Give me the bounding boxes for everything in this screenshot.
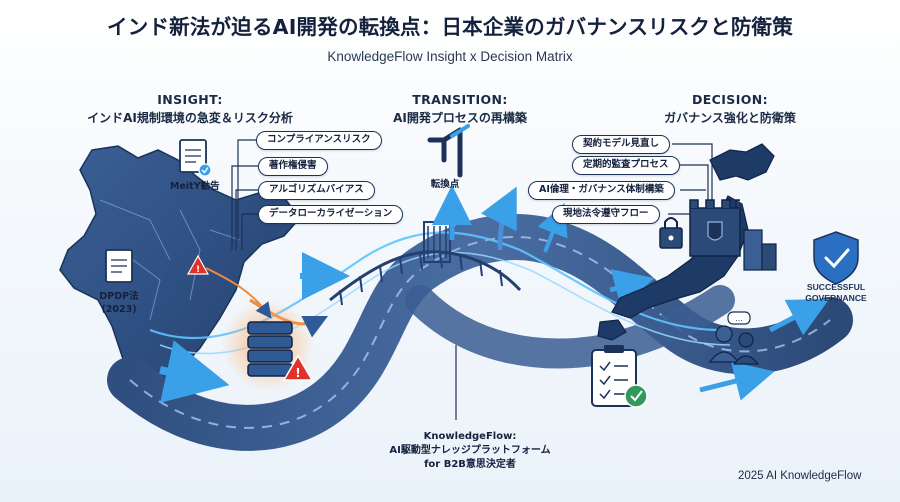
risk-tag-data-localization: データローカライゼーション (258, 205, 404, 224)
risk-flow-orange (205, 267, 272, 319)
knowledgeflow-caption-line1: KnowledgeFlow: (423, 431, 517, 442)
insight-heading-label: INSIGHT: (157, 92, 223, 107)
decision-tag-ai-ethics: AI倫理・ガバナンス体制構築 (528, 181, 675, 200)
meity-document-icon (179, 139, 212, 177)
dpdp-label-line1: DPDP法 (99, 291, 139, 302)
knowledgeflow-caption-line2: AI駆動型ナレッジプラットフォーム (389, 445, 551, 456)
flow-arrow (609, 269, 655, 308)
insight-heading: INSIGHT: インドAI規制環境の急変＆リスク分析 (60, 92, 320, 126)
warning-icon: ! (282, 354, 314, 381)
svg-text:!: ! (196, 265, 200, 275)
risk-connectors (231, 139, 258, 250)
risk-tag-compliance: コンプライアンスリスク (256, 131, 382, 150)
server-stack-icon (247, 321, 293, 377)
japan-map (709, 143, 775, 181)
road-edge-lines (129, 236, 831, 429)
footer-credit: 2025 AI KnowledgeFlow (738, 470, 862, 482)
flow-arrow (768, 299, 830, 336)
decision-connectors (668, 143, 713, 215)
warning-icon: ! (186, 254, 210, 275)
transition-subheading: AI開発プロセスの再構築 (393, 111, 527, 125)
dpdp-label-line2: (2023) (101, 304, 137, 315)
dpdp-label: DPDP法 (2023) (86, 290, 152, 316)
svg-text:…: … (735, 314, 743, 323)
page-subtitle: KnowledgeFlow Insight x Decision Matrix (327, 49, 573, 64)
turning-point-icon (427, 124, 470, 178)
knowledgeflow-caption-line3: for B2B意思決定者 (424, 459, 516, 470)
success-shield-icon (813, 231, 859, 285)
risk-tag-algorithm-bias: アルゴリズムバイアス (258, 181, 375, 200)
flow-arrow (159, 340, 230, 403)
success-line2: GOVERNANCE (805, 293, 867, 303)
page-title: インド新法が迫るAI開発の転換点：日本企業のガバナンスリスクと防衛策 (107, 15, 793, 39)
decision-heading-label: DECISION: (691, 92, 769, 107)
decision-tag-contract-review: 契約モデル見直し (572, 135, 671, 154)
successful-governance-label: SUCCESSFUL GOVERNANCE (790, 282, 882, 304)
dpdp-document-icon (105, 249, 133, 283)
up-arrow (480, 186, 517, 251)
india-map-circuit-lines (99, 199, 241, 321)
decision-tag-regular-audit: 定期的監査プロセス (572, 156, 680, 175)
transition-heading-label: TRANSITION: (412, 92, 508, 107)
decision-tag-local-compliance: 現地法令遵守フロー (552, 205, 660, 224)
risk-tag-copyright: 著作権侵害 (258, 157, 328, 176)
knowledgeflow-caption: KnowledgeFlow: AI駆動型ナレッジプラットフォーム for B2B… (330, 430, 610, 472)
meity-label: MeitY勧告 (170, 181, 220, 192)
turning-point-label: 転換点 (430, 179, 460, 190)
success-line1: SUCCESSFUL (806, 282, 866, 292)
checklist-clipboard-icon (591, 345, 648, 408)
india-map (59, 145, 301, 412)
insight-subheading: インドAI規制環境の急変＆リスク分析 (87, 111, 293, 125)
decision-heading: DECISION: ガバナンス強化と防衛策 (595, 92, 865, 126)
fortress-icon (689, 199, 741, 257)
svg-text:!: ! (295, 366, 300, 380)
office-buildings-icon (743, 229, 777, 271)
flow-arrow (699, 361, 775, 401)
japan-map (597, 319, 627, 341)
padlock-icon (659, 217, 683, 249)
transition-heading: TRANSITION: AI開発プロセスの再構築 (340, 92, 580, 126)
decision-subheading: ガバナンス強化と防衛策 (664, 111, 796, 125)
people-group-icon: … (708, 311, 760, 365)
